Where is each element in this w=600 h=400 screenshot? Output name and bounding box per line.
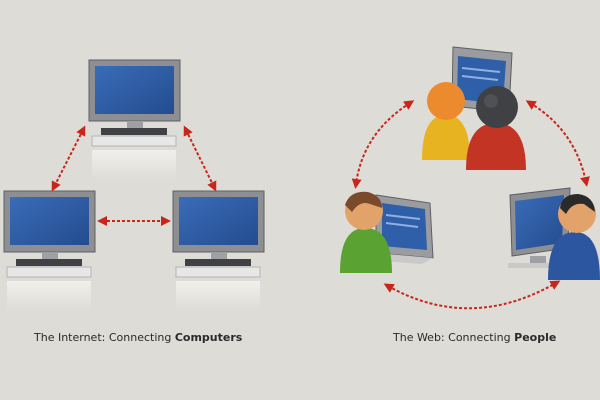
- computer-icon: [3, 190, 96, 311]
- bidirectional-arrow-icon: [383, 280, 561, 310]
- person-icon: [548, 194, 600, 280]
- caption-internet-prefix: The Internet: Connecting: [34, 331, 175, 344]
- person-icon: [422, 82, 470, 160]
- bidirectional-arrow-icon: [183, 125, 217, 192]
- caption-internet-emphasis: Computers: [174, 331, 243, 344]
- person-icon: [340, 191, 392, 273]
- computer-icon: [88, 59, 181, 180]
- person-icon: [466, 86, 526, 170]
- caption-web: The Web: Connecting People: [393, 331, 556, 344]
- computer-icon: [172, 190, 265, 311]
- bidirectional-arrow-icon: [51, 125, 86, 192]
- caption-internet: The Internet: Connecting Computers: [34, 331, 242, 344]
- caption-web-prefix: The Web: Connecting: [393, 331, 515, 344]
- computer-icon: [508, 187, 571, 268]
- bidirectional-arrow-icon: [351, 100, 415, 189]
- caption-web-emphasis: People: [514, 331, 557, 344]
- bidirectional-arrow-icon: [525, 100, 590, 187]
